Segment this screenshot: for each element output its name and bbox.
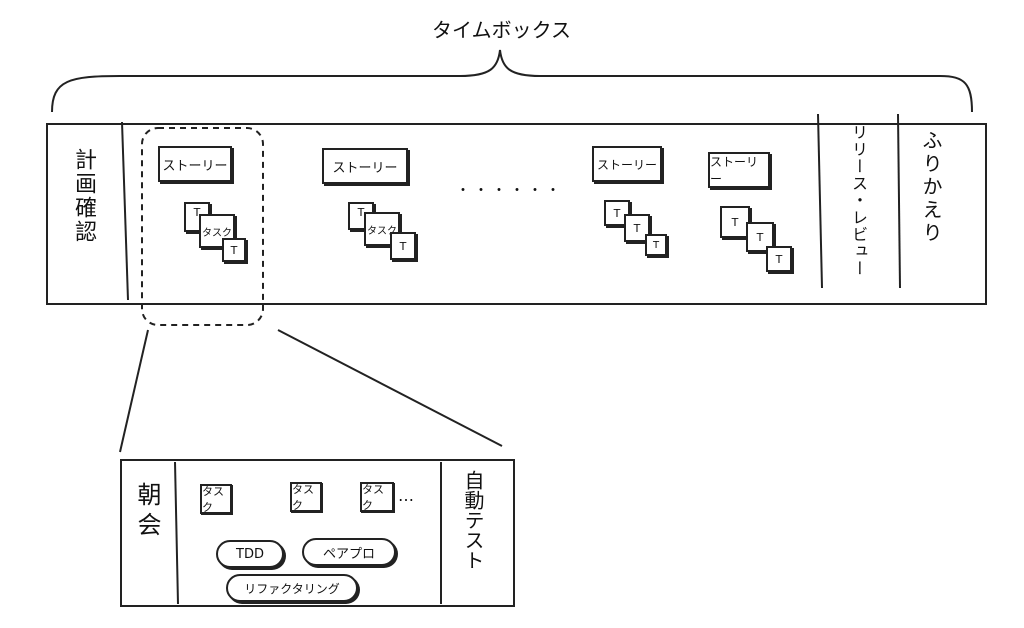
story-card-3: ストーリー bbox=[592, 146, 662, 182]
divider-retro bbox=[897, 113, 901, 289]
planning-label: 計画確認 bbox=[71, 148, 96, 244]
story-card-1: ストーリー bbox=[158, 146, 232, 182]
zoom-line-right bbox=[277, 329, 503, 447]
divider-release bbox=[817, 113, 823, 289]
detail-task-1: タスク bbox=[200, 484, 232, 514]
story-card-2: ストーリー bbox=[322, 148, 408, 184]
task-card-3c: T bbox=[645, 234, 667, 256]
task-card-4c: T bbox=[766, 246, 792, 272]
detail-task-2: タスク bbox=[290, 482, 322, 512]
story-card-4: ストーリー bbox=[708, 152, 770, 188]
timebox-label: タイムボックス bbox=[432, 18, 571, 42]
task-card-1c: T bbox=[222, 238, 246, 262]
detail-box bbox=[120, 459, 515, 607]
timebox-brace bbox=[51, 49, 973, 113]
automated-test-label: 自動テスト bbox=[461, 470, 485, 570]
task-card-2c: T bbox=[390, 232, 416, 260]
detail-divider-1 bbox=[174, 461, 179, 605]
detail-task-3: タスク bbox=[360, 482, 394, 512]
morning-meeting-label: 朝会 bbox=[133, 482, 161, 542]
retrospective-label: ふりかえり bbox=[919, 130, 943, 245]
practice-tdd: TDD bbox=[216, 540, 284, 568]
stories-ellipsis: ・・・・・・ bbox=[456, 183, 564, 199]
divider-planning bbox=[121, 121, 129, 301]
sprint-strip bbox=[46, 123, 987, 305]
release-review-label: リリース・レビュー bbox=[849, 124, 868, 277]
practice-refactoring: リファクタリング bbox=[226, 574, 358, 602]
practice-pair-programming: ペアプロ bbox=[302, 538, 396, 566]
zoom-line-left bbox=[119, 329, 149, 453]
detail-tasks-more: … bbox=[398, 486, 414, 505]
highlight-dashed-box bbox=[141, 127, 264, 326]
